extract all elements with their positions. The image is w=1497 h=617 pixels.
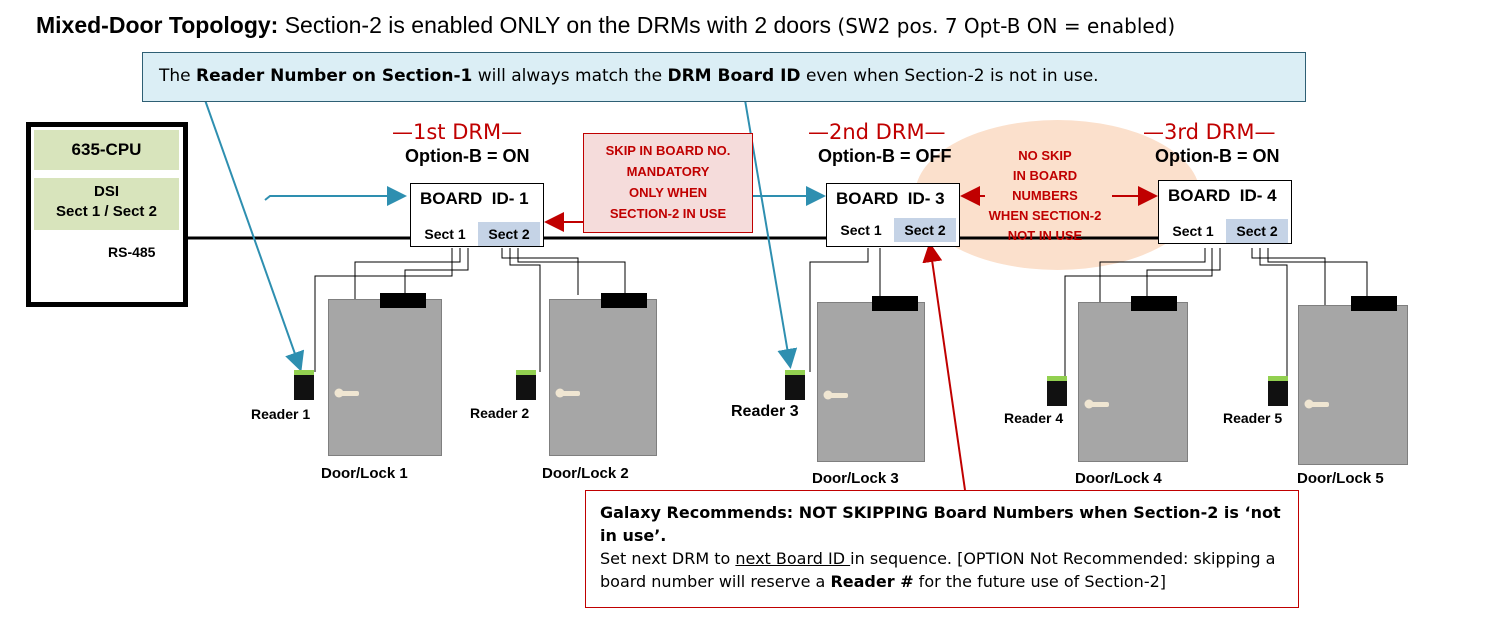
reader-4-label: Reader 4 <box>1004 410 1064 426</box>
door-1-label: Door/Lock 1 <box>321 465 408 482</box>
drm1-sect2: Sect 2 <box>478 222 540 246</box>
wire-drm3-l4 <box>1146 248 1221 296</box>
wire-drm3-r4b <box>1064 248 1213 378</box>
recommendation-box: Galaxy Recommends: NOT SKIPPING Board Nu… <box>585 490 1299 608</box>
door-handle-icon <box>555 388 580 398</box>
recommendation-body: Set next DRM to next Board ID in sequenc… <box>600 549 1276 591</box>
lock-5 <box>1351 296 1397 311</box>
reader-5-label: Reader 5 <box>1223 410 1283 426</box>
skip-note-line: SECTION-2 IN USE <box>609 206 727 221</box>
door-2-label: Door/Lock 2 <box>542 465 629 482</box>
wire-drm2-r3 <box>809 248 869 372</box>
lock-4 <box>1131 296 1177 311</box>
drm1-sect1: Sect 1 <box>424 226 466 242</box>
skip-note-line: ONLY WHEN <box>628 185 707 200</box>
drm2-name: —2nd DRM— <box>808 120 946 144</box>
lock-2 <box>601 293 647 308</box>
skip-note-line: MANDATORY <box>626 164 710 179</box>
no-skip-note: NO SKIP IN BOARD NUMBERS WHEN SECTION-2 … <box>960 146 1130 246</box>
skip-board-note: SKIP IN BOARD NO. MANDATORY ONLY WHEN SE… <box>583 133 753 233</box>
no-skip-line: NUMBERS <box>1012 188 1078 203</box>
reader-4 <box>1047 376 1067 406</box>
no-skip-line: WHEN SECTION-2 <box>988 208 1102 223</box>
drm1-option: Option-B = ON <box>405 146 530 166</box>
diagram-title: Mixed-Door Topology: Section-2 is enable… <box>36 12 1175 39</box>
wire-drm1-r2 <box>501 248 579 295</box>
reader-2-label: Reader 2 <box>470 405 530 421</box>
door-2 <box>549 299 657 456</box>
drm2-board-id: BOARD ID- 3 <box>836 189 945 208</box>
wire-drm1-r2b <box>509 248 541 372</box>
drm3-name: —3rd DRM— <box>1143 120 1276 144</box>
door-3 <box>817 302 925 462</box>
drm1-board-id: BOARD ID- 1 <box>420 189 529 208</box>
door-handle-icon <box>823 390 848 400</box>
no-skip-line: NO SKIP <box>1018 148 1072 163</box>
door-5-label: Door/Lock 5 <box>1297 470 1384 487</box>
cpu-dsi-block: DSI Sect 1 / Sect 2 <box>34 178 179 230</box>
reader-2 <box>516 370 536 400</box>
door-handle-icon <box>334 388 359 398</box>
drm2-sect1: Sect 1 <box>840 222 882 238</box>
title-switch-note: (SW2 pos. 7 Opt-B ON = enabled) <box>831 14 1176 38</box>
wire-drm1-r1b <box>314 248 453 372</box>
title-bold: Mixed-Door Topology: <box>36 12 279 38</box>
dsi-sections: Sect 1 / Sect 2 <box>56 203 157 220</box>
door-4-label: Door/Lock 4 <box>1075 470 1162 487</box>
reader-1-label: Reader 1 <box>251 406 311 422</box>
lock-3 <box>872 296 918 311</box>
arrow-callout-r1 <box>204 99 305 372</box>
door-5 <box>1298 305 1408 465</box>
drm2-option: Option-B = OFF <box>818 146 952 166</box>
reader-number-callout: The Reader Number on Section-1 will alwa… <box>142 52 1306 102</box>
reader-3-label: Reader 3 <box>731 403 799 420</box>
wire-drm3-r5b <box>1259 248 1288 378</box>
skip-note-line: SKIP IN BOARD NO. <box>605 143 731 158</box>
recommendation-headline: Galaxy Recommends: NOT SKIPPING Board Nu… <box>600 503 1281 545</box>
title-text: Section-2 is enabled ONLY on the DRMs wi… <box>278 12 832 38</box>
lock-1 <box>380 293 426 308</box>
rs485-label: RS-485 <box>108 244 156 260</box>
reader-1 <box>294 370 314 400</box>
reader-3 <box>785 370 805 400</box>
no-skip-line: IN BOARD <box>1012 168 1078 183</box>
door-handle-icon <box>1304 399 1329 409</box>
no-skip-line: NOT IN USE <box>1007 228 1083 243</box>
drm3-sect1: Sect 1 <box>1172 223 1214 239</box>
arrow-reco-sect2 <box>922 242 966 491</box>
wire-drm1-l2 <box>517 248 626 293</box>
reader-5 <box>1268 376 1288 406</box>
wire-drm3-l5 <box>1267 248 1368 296</box>
door-1 <box>328 299 442 456</box>
door-4 <box>1078 302 1188 462</box>
drm3-option: Option-B = ON <box>1155 146 1280 166</box>
cpu-name: 635-CPU <box>34 130 179 170</box>
door-3-label: Door/Lock 3 <box>812 470 899 487</box>
drm2-sect2: Sect 2 <box>894 218 956 242</box>
drm1-name: —1st DRM— <box>392 120 523 144</box>
dsi-label: DSI <box>93 183 119 200</box>
wire-drm1-l1 <box>404 248 469 293</box>
drm3-sect2: Sect 2 <box>1226 219 1288 243</box>
arrow-callout-drm1 <box>264 186 407 206</box>
drm3-board-id: BOARD ID- 4 <box>1168 186 1277 205</box>
door-handle-icon <box>1084 399 1109 409</box>
